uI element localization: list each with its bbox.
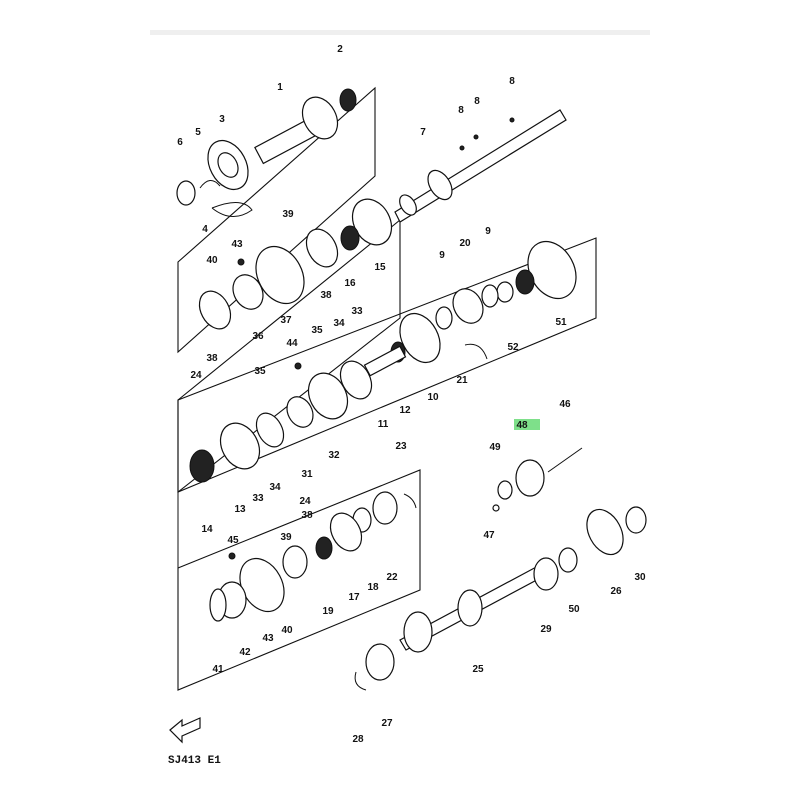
part-label-8: 8 — [458, 105, 464, 116]
part-label-8: 8 — [509, 76, 515, 87]
top-band — [150, 30, 650, 35]
lower-left-group — [209, 491, 417, 622]
part-label-12: 12 — [399, 405, 411, 416]
part-label-45: 45 — [227, 535, 239, 546]
part-label-47: 47 — [483, 530, 495, 541]
part-label-24: 24 — [299, 496, 311, 507]
part-label-4: 4 — [202, 224, 208, 235]
part-label-38: 38 — [206, 353, 218, 364]
part-label-38: 38 — [301, 510, 313, 521]
part-label-51: 51 — [555, 317, 567, 328]
part-label-25: 25 — [472, 664, 484, 675]
main-shaft — [394, 109, 567, 223]
part-label-14: 14 — [201, 524, 213, 535]
part-label-29: 29 — [540, 624, 552, 635]
part-label-52: 52 — [507, 342, 519, 353]
countershaft-lower — [354, 506, 647, 691]
part-label-6: 6 — [177, 137, 183, 148]
part-label-3: 3 — [219, 114, 225, 125]
part-label-18: 18 — [367, 582, 379, 593]
part-label-24: 24 — [190, 370, 202, 381]
upper-gear-row — [198, 198, 393, 330]
part-label-39: 39 — [280, 532, 292, 543]
part-label-40: 40 — [206, 255, 218, 266]
part-label-11: 11 — [378, 419, 389, 430]
part-label-43: 43 — [262, 633, 274, 644]
part-label-31: 31 — [301, 469, 313, 480]
part-label-8: 8 — [474, 96, 480, 107]
part-label-34: 34 — [333, 318, 345, 329]
part-label-49: 49 — [489, 442, 501, 453]
diagram-caption: SJ413 E1 — [168, 755, 221, 767]
part-label-42: 42 — [239, 647, 251, 658]
part-label-9: 9 — [485, 226, 491, 237]
part-label-17: 17 — [348, 592, 360, 603]
part-label-35: 35 — [254, 366, 266, 377]
part-label-36: 36 — [252, 331, 264, 342]
direction-arrow-icon — [169, 717, 201, 744]
part-label-33: 33 — [252, 493, 264, 504]
part-label-20: 20 — [459, 238, 471, 249]
part-label-13: 13 — [234, 504, 246, 515]
part-label-19: 19 — [322, 606, 334, 617]
part-label-10: 10 — [427, 392, 439, 403]
part-label-41: 41 — [212, 664, 224, 675]
part-label-27: 27 — [381, 718, 393, 729]
part-label-30: 30 — [634, 572, 646, 583]
part-label-50: 50 — [568, 604, 580, 615]
part-label-2: 2 — [337, 44, 343, 55]
part-label-48: 48 — [516, 420, 528, 431]
input-shaft-group — [176, 88, 357, 217]
part-label-44: 44 — [286, 338, 298, 349]
part-label-1: 1 — [277, 82, 283, 93]
part-label-16: 16 — [344, 278, 356, 289]
countershaft-row — [189, 240, 577, 483]
panel-upper — [177, 86, 376, 354]
reverse-idler-group — [492, 447, 583, 512]
part-label-15: 15 — [374, 262, 386, 273]
part-label-37: 37 — [280, 315, 292, 326]
part-label-38: 38 — [320, 290, 332, 301]
part-labels: 1234567888991011121314151617181920212223… — [177, 44, 646, 745]
part-label-33: 33 — [351, 306, 363, 317]
part-label-9: 9 — [439, 250, 445, 261]
part-label-34: 34 — [269, 482, 281, 493]
part-label-35: 35 — [311, 325, 323, 336]
part-label-46: 46 — [559, 399, 571, 410]
part-label-40: 40 — [281, 625, 293, 636]
part-label-21: 21 — [456, 375, 468, 386]
part-label-7: 7 — [420, 127, 426, 138]
part-label-32: 32 — [328, 450, 340, 461]
part-label-26: 26 — [610, 586, 622, 597]
part-label-28: 28 — [352, 734, 364, 745]
part-label-39: 39 — [282, 209, 294, 220]
part-label-23: 23 — [395, 441, 407, 452]
highlight-marker — [514, 419, 540, 430]
part-label-22: 22 — [386, 572, 398, 583]
part-label-43: 43 — [231, 239, 243, 250]
part-label-5: 5 — [195, 127, 201, 138]
